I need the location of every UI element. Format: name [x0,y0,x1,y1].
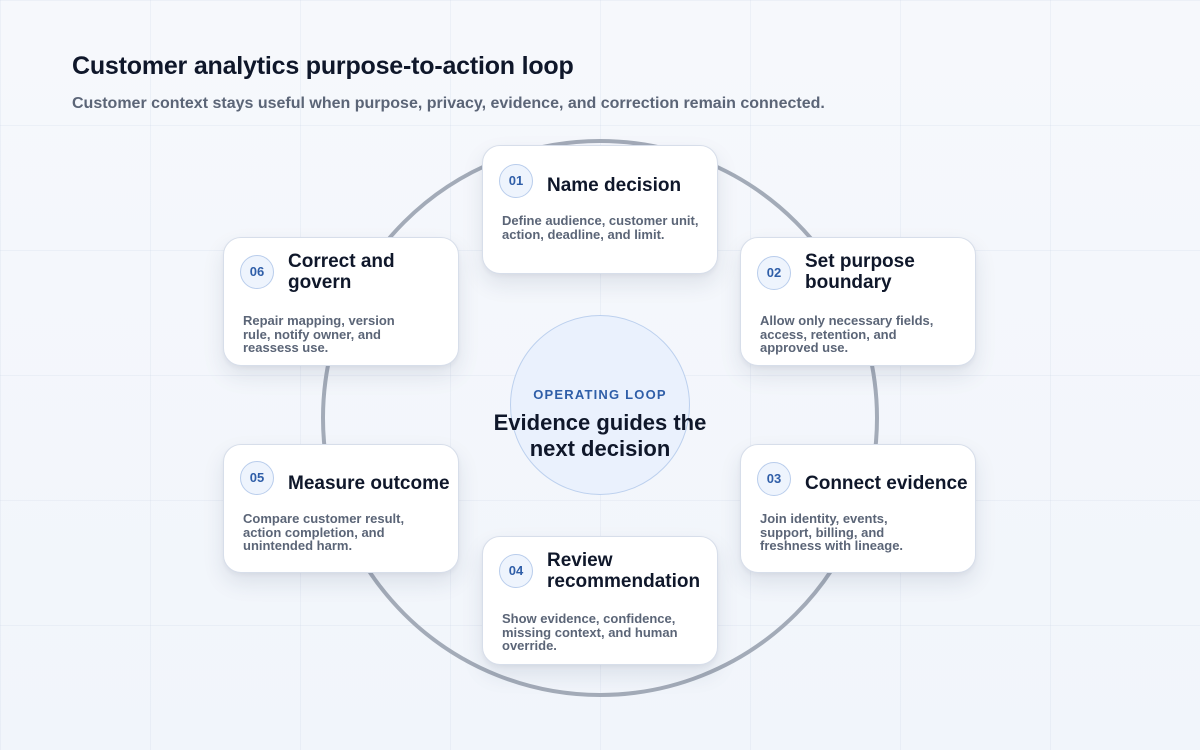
center-hub: OPERATING LOOP Evidence guides the next … [494,315,706,495]
step-number-badge: 06 [240,255,274,289]
step-card-connect-evidence: 03 Connect evidence Join identity, event… [740,444,976,573]
step-description: Compare customer result, action completi… [243,511,405,553]
step-title: Review recommendation [547,550,701,592]
center-text: Evidence guides the next decision [493,410,707,461]
step-card-correct-and-govern: 06 Correct and govern Repair mapping, ve… [223,237,459,366]
step-title: Connect evidence [805,473,968,494]
step-number-badge: 05 [240,461,274,495]
page-subtitle: Customer context stays useful when purpo… [72,95,825,112]
step-card-measure-outcome: 05 Measure outcome Compare customer resu… [223,444,459,573]
step-number-badge: 03 [757,462,791,496]
center-kicker: OPERATING LOOP [533,387,667,402]
step-card-name-decision: 01 Name decision Define audience, custom… [482,145,718,274]
step-description: Repair mapping, version rule, notify own… [243,313,395,355]
step-title: Measure outcome [288,473,450,494]
step-card-review-recommendation: 04 Review recommendation Show evidence, … [482,536,718,665]
loop-ring-circle [321,139,879,697]
step-card-set-purpose-boundary: 02 Set purpose boundary Allow only neces… [740,237,976,366]
step-description: Define audience, customer unit, action, … [502,213,699,242]
step-description: Allow only necessary fields, access, ret… [760,313,934,355]
step-number-badge: 02 [757,256,791,290]
step-title: Name decision [547,175,682,196]
step-number-badge: 01 [499,164,533,198]
step-title: Correct and govern [288,251,395,293]
step-number-badge: 04 [499,554,533,588]
step-description: Show evidence, confidence, missing conte… [502,611,678,653]
step-description: Join identity, events, support, billing,… [760,511,904,553]
step-title: Set purpose boundary [805,251,915,293]
page-title: Customer analytics purpose-to-action loo… [72,52,574,80]
